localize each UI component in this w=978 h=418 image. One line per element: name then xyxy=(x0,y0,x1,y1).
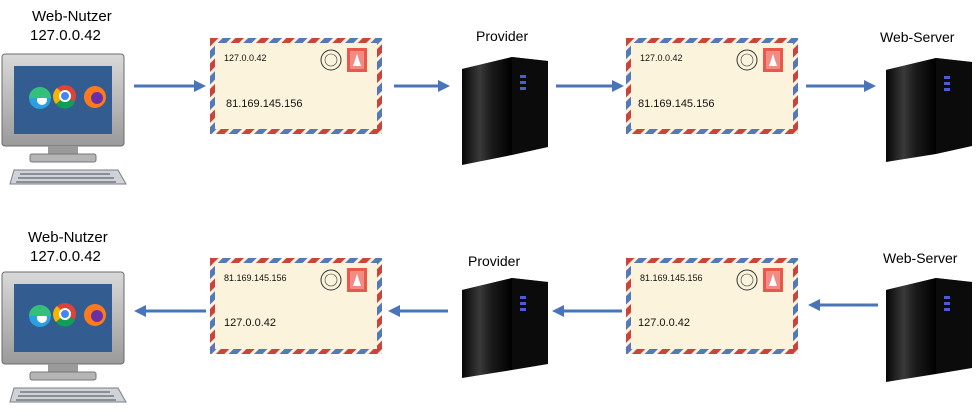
bottom-user-name: Web-Nutzer xyxy=(28,229,108,246)
postmark-icon xyxy=(320,269,342,291)
envelope-bottom-2: 81.169.145.156 127.0.0.42 xyxy=(626,258,798,354)
server-tower-icon xyxy=(452,270,550,387)
postage-stamp-icon xyxy=(763,268,783,292)
envelope-recipient: 127.0.0.42 xyxy=(224,317,276,329)
chrome-browser-icon xyxy=(53,85,76,109)
envelope-sender: 81.169.145.156 xyxy=(224,273,287,283)
arrow-left xyxy=(552,305,622,317)
postage-stamp-icon xyxy=(347,268,367,292)
arrow-left xyxy=(388,305,448,317)
arrow-right xyxy=(806,80,876,92)
computer-icon xyxy=(0,270,130,415)
envelope-sender: 127.0.0.42 xyxy=(640,53,683,63)
envelope-recipient: 81.169.145.156 xyxy=(226,98,303,110)
top-user-ip: 127.0.0.42 xyxy=(30,27,101,44)
arrow-left xyxy=(134,305,206,317)
firefox-browser-icon xyxy=(84,86,106,108)
server-tower-icon xyxy=(876,48,974,171)
server-tower-icon xyxy=(452,47,550,174)
chrome-browser-icon xyxy=(53,303,76,327)
arrow-right xyxy=(134,80,206,92)
envelope-top-2: 127.0.0.42 81.169.145.156 xyxy=(626,38,798,134)
arrow-left xyxy=(808,299,878,311)
postmark-icon xyxy=(736,269,758,291)
bottom-provider-label: Provider xyxy=(468,253,521,269)
edge-browser-icon xyxy=(29,87,51,109)
server-tower-icon xyxy=(876,270,974,391)
postage-stamp-icon xyxy=(763,48,783,72)
computer-icon xyxy=(0,52,130,197)
postage-stamp-icon xyxy=(347,48,367,72)
bottom-user-ip: 127.0.0.42 xyxy=(30,248,101,265)
arrow-right xyxy=(394,80,450,92)
postmark-icon xyxy=(736,49,758,71)
bottom-server-label: Web-Server xyxy=(883,250,958,266)
envelope-bottom-1: 81.169.145.156 127.0.0.42 xyxy=(210,258,382,354)
firefox-browser-icon xyxy=(84,304,106,326)
top-provider-label: Provider xyxy=(476,28,529,44)
envelope-recipient: 81.169.145.156 xyxy=(638,98,715,110)
postmark-icon xyxy=(320,49,342,71)
envelope-recipient: 127.0.0.42 xyxy=(638,317,690,329)
top-user-name: Web-Nutzer xyxy=(32,8,112,25)
arrow-right xyxy=(556,80,624,92)
envelope-sender: 81.169.145.156 xyxy=(640,273,703,283)
envelope-top-1: 127.0.0.42 81.169.145.156 xyxy=(210,38,382,134)
envelope-sender: 127.0.0.42 xyxy=(224,53,267,63)
edge-browser-icon xyxy=(29,305,51,327)
top-server-label: Web-Server xyxy=(880,29,955,45)
